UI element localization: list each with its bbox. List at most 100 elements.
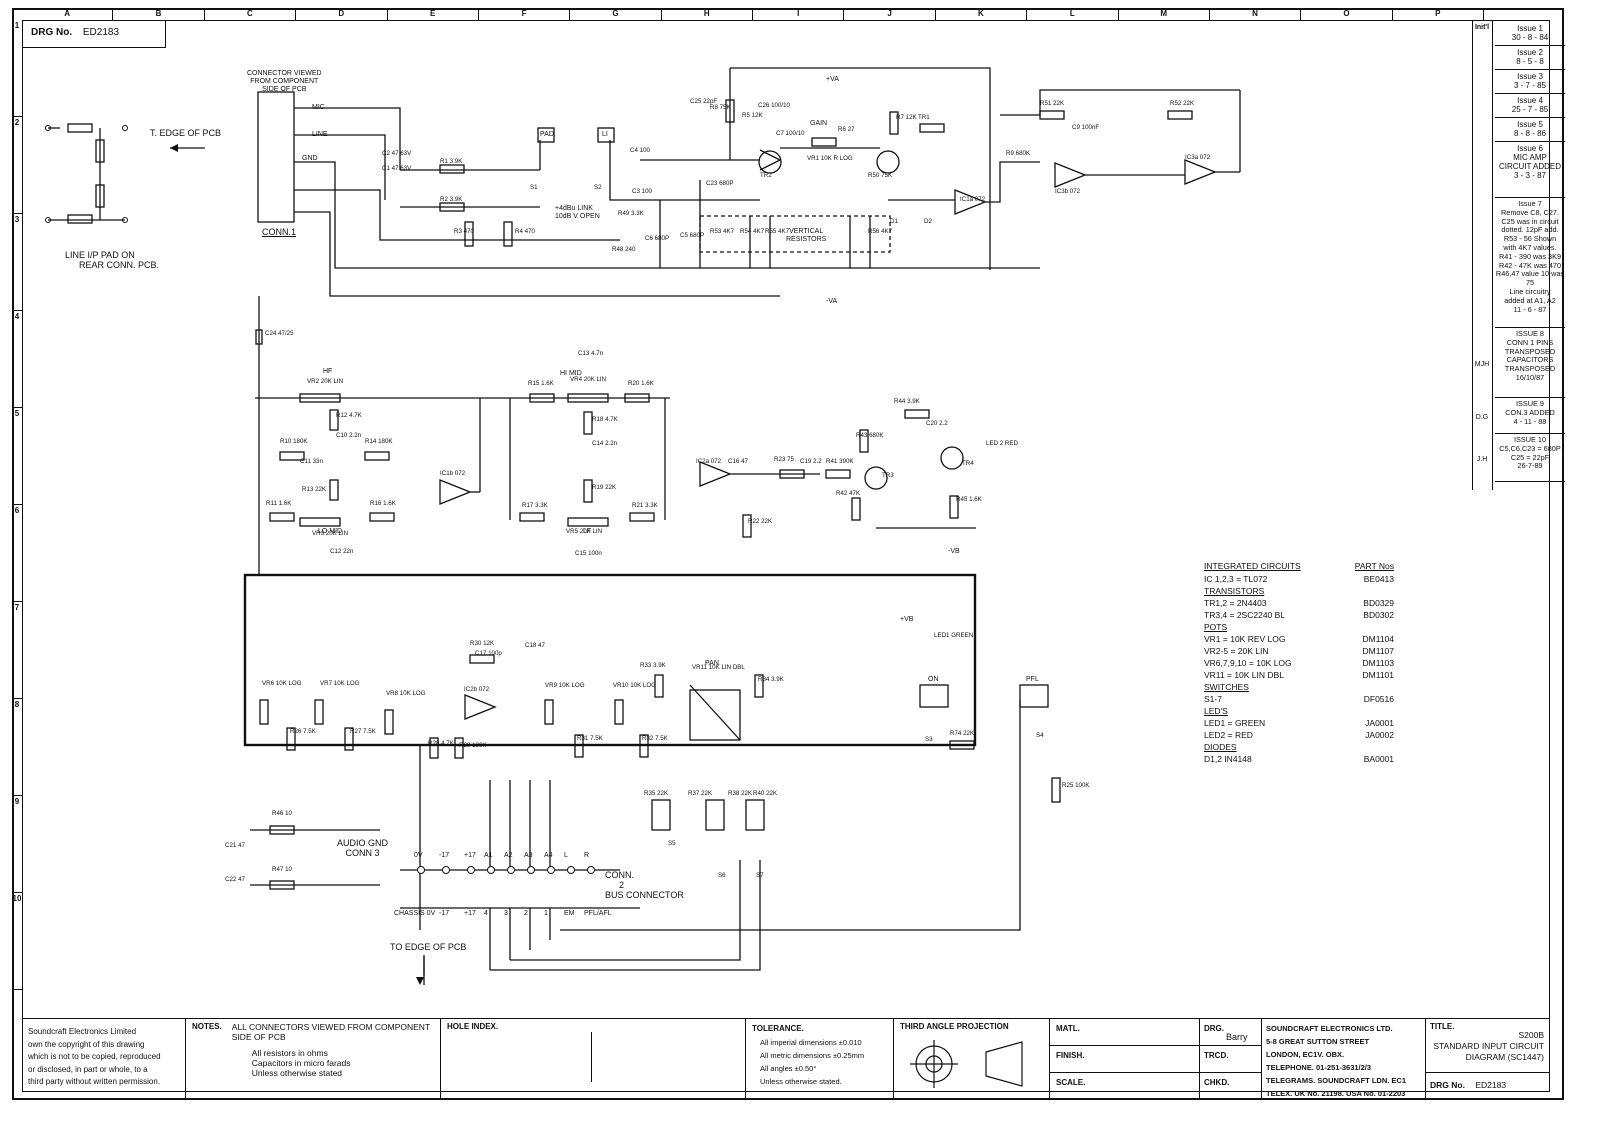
- tolerance-line: All imperial dimensions ±0.010: [760, 1038, 862, 1047]
- line-pad-line: REAR CONN. PCB.: [79, 260, 160, 270]
- grid-column-label: J: [844, 8, 936, 20]
- bus-pin-terminal-icon: [467, 866, 475, 874]
- component-label: VR4 20K LIN: [570, 376, 607, 383]
- issue-line: added at A1, A2: [1504, 295, 1556, 305]
- grid-column-label: H: [662, 8, 753, 20]
- issue-initials: MJH: [1474, 361, 1490, 368]
- component-label: R35 22K: [644, 790, 669, 797]
- component-label: C5 680P: [680, 232, 705, 239]
- grid-column-label: K: [936, 8, 1028, 20]
- issue-line: dotted. 12pF add.: [1501, 225, 1559, 235]
- component-label: R17 3.3K: [522, 502, 548, 509]
- component-label: IC2a 072: [696, 458, 722, 465]
- component-label: C1 47 63V: [382, 165, 412, 172]
- company-line: TELEGRAMS. SOUNDCRAFT LDN. EC1: [1266, 1076, 1407, 1085]
- parts-section-title: SWITCHES: [1204, 681, 1394, 693]
- grid-row-label: 8: [12, 699, 22, 796]
- grid-row-label: 9: [12, 796, 22, 893]
- component-label: R44 3.9K: [894, 398, 920, 405]
- line-label: LINE: [312, 131, 328, 138]
- title-drg-no: DRG No. ED2183: [1430, 1080, 1506, 1090]
- component-label: R6 27: [838, 126, 855, 133]
- issue-line: ISSUE 8: [1516, 329, 1544, 338]
- issue-line: Line circuitry: [1509, 286, 1551, 296]
- hole-index-cell: HOLE INDEX.: [441, 1018, 746, 1100]
- component-label: R42 47K: [836, 490, 861, 497]
- bus-pin-label: L: [564, 852, 568, 859]
- li-switch-label: LI: [602, 131, 608, 138]
- component-label: R2 3.9K: [440, 196, 463, 203]
- drg-label: DRG.: [1204, 1024, 1224, 1033]
- component-label: S3: [925, 736, 933, 743]
- issue-line: R53 - 56 Shown: [1503, 234, 1557, 244]
- grid-column-label: A: [22, 8, 114, 20]
- grid-column-label: M: [1119, 8, 1210, 20]
- notes-line: All resistors in ohms: [251, 1048, 328, 1058]
- issue-line: 8 - 5 - 8: [1516, 57, 1544, 66]
- parts-list-header-right: PART Nos: [1354, 561, 1394, 571]
- component-label: C21 47: [225, 842, 245, 849]
- parts-section-title: POTS: [1204, 621, 1394, 633]
- divider: [1050, 1072, 1200, 1073]
- bus-pin-label: 3: [504, 910, 508, 917]
- company-cell: SOUNDCRAFT ELECTRONICS LTD.5-8 GREAT SUT…: [1262, 1018, 1426, 1100]
- grid-row-label: 7: [12, 602, 22, 699]
- lf-label: LF: [583, 528, 592, 535]
- component-label: R23 75: [774, 456, 794, 463]
- component-label: VR10 10K LOG: [613, 682, 656, 689]
- tolerance-line: All angles ±0.50°: [760, 1064, 817, 1073]
- issue-line: C25 was in circuit: [1501, 216, 1559, 226]
- grid-column-label: F: [479, 8, 571, 20]
- component-label: R49 3.3K: [618, 210, 644, 217]
- issue-initials: D.G: [1475, 414, 1489, 421]
- drawing-title: S200B STANDARD INPUT CIRCUIT DIAGRAM (SC…: [1433, 1030, 1544, 1063]
- component-label: R3 470: [454, 228, 474, 235]
- notes-line: Capacitors in micro farads: [251, 1058, 351, 1068]
- component-label: R19 22K: [592, 484, 617, 491]
- issue-line: Issue 1: [1517, 24, 1543, 33]
- issue-line: 3 - 3 - 87: [1513, 171, 1546, 180]
- issue-line: Issue 6: [1517, 144, 1543, 153]
- component-label: IC3a 072: [1185, 154, 1211, 161]
- part-number: BD0302: [1363, 610, 1394, 620]
- component-label: R41 390K: [826, 458, 854, 465]
- part-number: DF0516: [1363, 694, 1394, 704]
- grid-column-label: L: [1027, 8, 1119, 20]
- component-label: C10 2.2n: [336, 432, 362, 439]
- parts-section-name: SWITCHES: [1204, 682, 1249, 692]
- part-description: VR2-5 = 20K LIN: [1204, 646, 1269, 656]
- component-label: R1 3.9K: [440, 158, 463, 165]
- part-description: IC 1,2,3 = TL072: [1204, 574, 1268, 584]
- issue-line: 11 - 6 - 87: [1513, 304, 1547, 314]
- line-pad-note: LINE I/P PAD ON REAR CONN. PCB.: [65, 250, 159, 270]
- issue-line: R41 - 390 was 3K9: [1498, 251, 1562, 261]
- drawing-number-label: DRG No.: [31, 27, 73, 38]
- vertical-resistors-line: RESISTORS: [786, 236, 827, 243]
- parts-section-name: POTS: [1204, 622, 1228, 632]
- drg-no-value: ED2183: [1475, 1080, 1507, 1090]
- divider: [1050, 1045, 1200, 1046]
- matl-label: MATL.: [1056, 1024, 1080, 1033]
- issue-line: with 4K7 values.: [1503, 242, 1557, 252]
- bus-pin-terminal-icon: [487, 866, 495, 874]
- issues-header: Init'l: [1474, 24, 1490, 31]
- issue-line: TRANSPOSED: [1504, 346, 1556, 356]
- line-pad-line: LINE I/P PAD ON: [65, 250, 135, 260]
- issue-line: Remove C8, C27.: [1501, 207, 1559, 217]
- grid-column-label: B: [113, 8, 205, 20]
- grid-row-label: 2: [12, 117, 22, 214]
- component-label: S1: [530, 184, 538, 191]
- component-label: C9 100nF: [1072, 124, 1100, 131]
- title-label: TITLE.: [1430, 1022, 1455, 1031]
- notes-line: ALL CONNECTORS VIEWED FROM COMPONENT SID…: [231, 1022, 430, 1042]
- component-label: VR5 20K LIN: [566, 528, 603, 535]
- audio-gnd-line: CONN 3: [345, 848, 380, 858]
- component-label: C16 47: [728, 458, 748, 465]
